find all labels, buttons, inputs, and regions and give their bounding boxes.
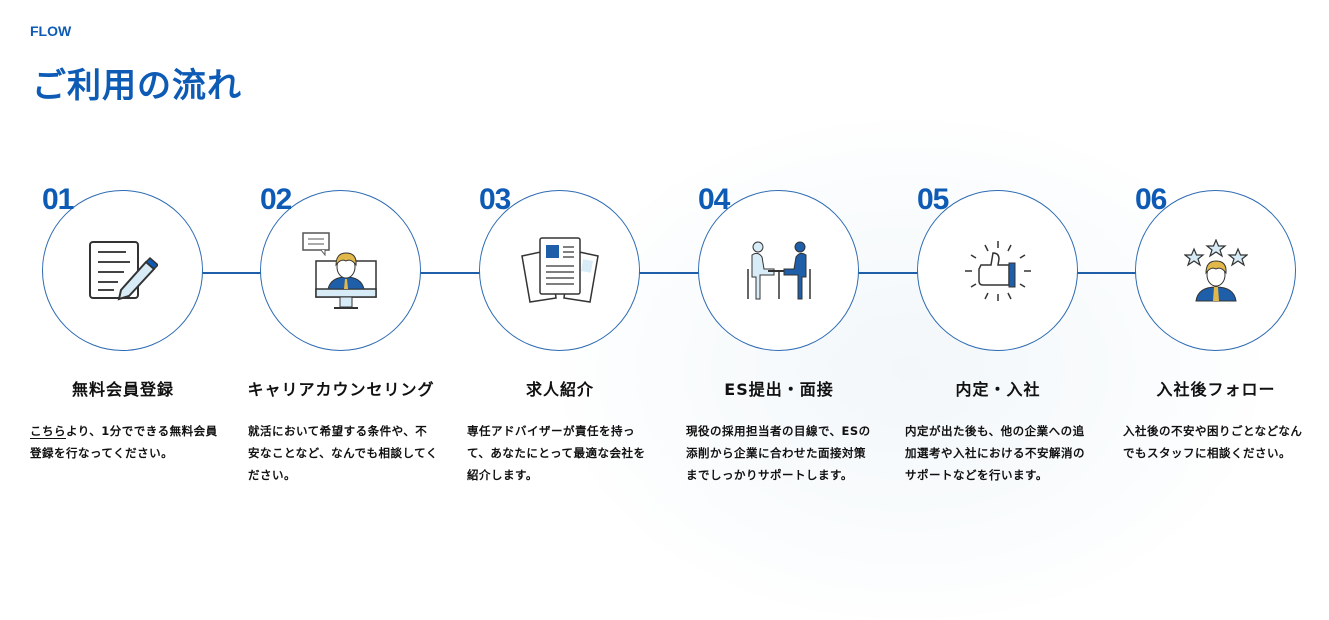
flow-step-4: 04 ES提出・面接 現役の採用担当者の目線で、ESの添削から企業に合わせた面接… <box>686 0 872 502</box>
step-description: 現役の採用担当者の目線で、ESの添削から企業に合わせた面接対策までしっかりサポー… <box>686 424 871 482</box>
step-number: 03 <box>479 183 511 216</box>
section-eyebrow: FLOW <box>30 23 72 39</box>
step-number: 05 <box>917 183 949 216</box>
section-title: ご利用の流れ <box>32 66 242 106</box>
flow-step-5: 05 内定・入社 内定が出た後も、他の企業への追加選考や入社における不安解消のサ… <box>905 0 1091 502</box>
step-description: 専任アドバイザーが責任を持って、あなたにとって最適な会社を紹介します。 <box>467 424 646 482</box>
step-circle <box>1135 190 1296 351</box>
step-title: 無料会員登録 <box>71 380 174 399</box>
thumbs-up-icon <box>964 240 1031 301</box>
step-description: 内定が出た後も、他の企業への追加選考や入社における不安解消のサポートなどを行いま… <box>905 424 1085 482</box>
job-papers-icon <box>520 236 599 303</box>
flow-step-6: 06 入社後フォロー 入社後の不安や困りごとなどなんでもスタッフに相談ください。 <box>1123 0 1309 502</box>
step-title: ES提出・面接 <box>724 380 834 399</box>
step-description: こちらより、1分でできる無料会員登録を行なってください。 <box>30 420 220 464</box>
flow-step-3: 03 求人紹介 専任アドバイザーが責任を持って、あなたにとって最適な会社を紹介し… <box>467 0 653 502</box>
step-description-text: より、1分でできる無料会員登録を行なってください。 <box>30 424 218 460</box>
step-circle <box>42 190 203 351</box>
flow-connector-line <box>123 272 1215 274</box>
flow-step-2: 02 キャリアカウンセリング 就活において希望する条件や、不安なことなど、なんで… <box>247 0 437 502</box>
step-circle <box>479 190 640 351</box>
step-title: 内定・入社 <box>955 380 1041 399</box>
step-number: 02 <box>260 183 292 216</box>
step-circle <box>260 190 421 351</box>
step-circle <box>917 190 1078 351</box>
step-number: 01 <box>42 183 74 216</box>
step-description: 就活において希望する条件や、不安なことなど、なんでも相談してください。 <box>248 424 438 482</box>
step-title: 求人紹介 <box>525 380 594 399</box>
step-title: キャリアカウンセリング <box>247 380 435 399</box>
document-pencil-icon <box>88 240 158 300</box>
step-number: 06 <box>1135 183 1167 216</box>
interview-icon <box>746 241 811 299</box>
step-title: 入社後フォロー <box>1156 380 1276 399</box>
register-link[interactable]: こちら <box>30 424 66 438</box>
step-description: 入社後の不安や困りごとなどなんでもスタッフに相談ください。 <box>1123 424 1303 460</box>
step-number: 04 <box>698 183 730 216</box>
step-circle <box>698 190 859 351</box>
person-stars-icon <box>1183 238 1248 301</box>
flow-step-1: 01 無料会員登録 こちらより、1分でできる無料会員登録を行なってください。 <box>30 0 217 502</box>
video-counseling-icon <box>301 231 377 309</box>
